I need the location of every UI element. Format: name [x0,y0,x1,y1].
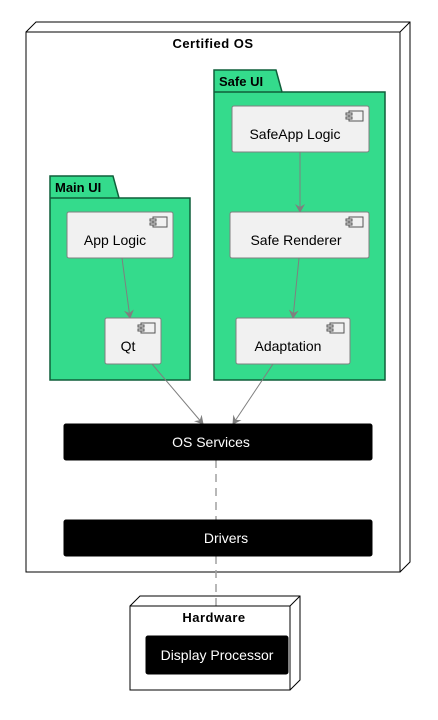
component-icon [345,110,364,122]
adaptation-label: Adaptation [255,338,322,354]
qt-label: Qt [121,338,136,354]
hardware-title: Hardware [182,610,245,625]
app-logic-label: App Logic [84,232,146,248]
arrow-qt-to-osservices [151,363,204,425]
component-safeapp-logic: SafeApp Logic [231,105,370,153]
safeapp-logic-label: SafeApp Logic [249,126,340,142]
main-ui-title: Main UI [55,180,101,195]
certified-os-title: Certified OS [172,36,253,51]
component-icon [137,322,156,334]
component-adaptation: Adaptation [235,317,351,365]
display-processor-label: Display Processor [161,647,274,663]
component-safe-renderer: Safe Renderer [229,211,370,259]
display-processor-bar: Display Processor [145,635,289,675]
arrow-adaptation-to-osservices [232,363,274,425]
component-qt: Qt [104,317,162,365]
drivers-label: Drivers [204,530,248,546]
component-icon [345,216,364,228]
arrow-renderer-to-adaptation [288,257,300,319]
component-icon [149,216,168,228]
component-app-logic: App Logic [66,211,174,259]
component-icon [326,322,345,334]
os-services-bar: OS Services [63,423,373,461]
safe-ui-title: Safe UI [219,74,263,89]
safe-renderer-label: Safe Renderer [250,232,341,248]
drivers-bar: Drivers [63,519,373,557]
os-services-label: OS Services [172,434,250,450]
dependency-arrows [121,152,305,425]
arrow-applogic-to-qt [121,257,134,319]
